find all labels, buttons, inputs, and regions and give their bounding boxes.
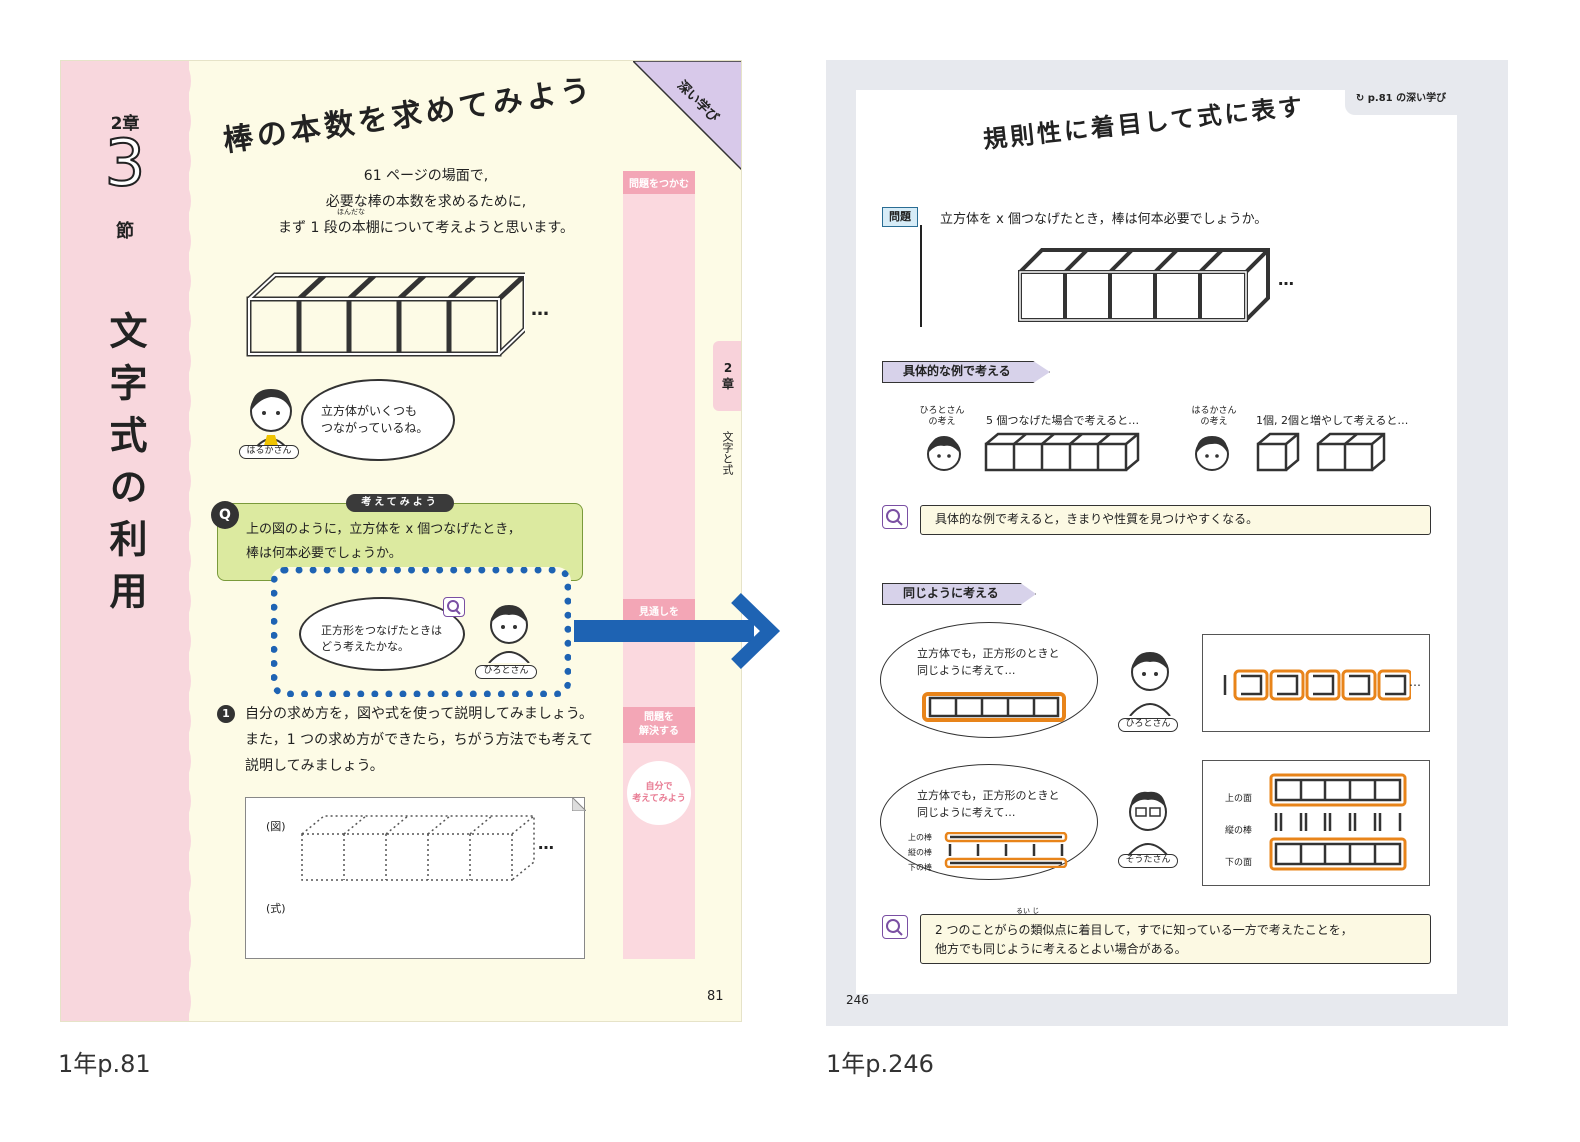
step-self-badge: 自分で 考えてみよう	[627, 761, 691, 825]
haruka-face-icon	[1195, 436, 1229, 471]
insight-concrete: 具体的な例で考えると，きまりや性質を見つけやすくなる。	[920, 505, 1431, 535]
hiroto-idea-text: 5 個つなげた場合で考えると…	[986, 414, 1140, 427]
think-badge: 考えてみよう	[346, 494, 454, 512]
section-suffix: 節	[116, 221, 134, 242]
question-line: 棒は何本必要でしょうか。	[246, 546, 402, 561]
souta-diagram-frame: 上の面 縦の棒 下の面	[1202, 760, 1430, 886]
intro-line: まず 1 段の本棚について考えようと思います。	[278, 220, 574, 236]
faces-rods-figure	[1269, 773, 1407, 871]
task-line: 自分の求め方を，図や式を使って説明してみましょう。	[245, 706, 594, 722]
task-number: 1	[217, 705, 235, 723]
question-line: 上の図のように，立方体を x 個つなげたとき，	[246, 522, 521, 537]
work-figure-label: (図)	[266, 820, 286, 833]
work-equation-label: (式)	[266, 902, 286, 915]
hiroto-speech-bubble: 正方形をつなげたときは どう考えたかな。	[299, 597, 465, 671]
souta-avatar	[1127, 791, 1169, 856]
rod-labels: 上の棒 縦の棒 下の棒	[908, 833, 932, 872]
ref-tab-label: p.81 の深い学び	[1367, 93, 1447, 104]
intro-line: 必要な棒の本数を求めるために,	[325, 194, 527, 210]
hiroto-avatar	[488, 605, 530, 663]
problem-rule	[920, 225, 922, 327]
cube-chain-figure	[1018, 248, 1270, 322]
haruka-idea-label: はるかさん の考え	[1191, 406, 1237, 427]
page-fold	[572, 797, 586, 811]
haruka-name-tag: はるかさん	[239, 445, 299, 459]
section-number: 3	[104, 127, 147, 201]
step-solve: 問題を 解決する	[623, 707, 695, 743]
speech-line: どう考えたかな。	[321, 640, 409, 653]
ruby-hondana: ほんだな	[337, 208, 365, 216]
souta-thought-cloud: 立方体でも，正方形のときと 同じように考えて…	[880, 764, 1098, 880]
arrow-right-icon	[574, 592, 781, 670]
ellipsis: …	[1409, 675, 1421, 689]
magnifier-icon	[882, 915, 908, 939]
speech-line: つながっているね。	[321, 421, 429, 435]
one-two-cubes-figure	[1256, 432, 1386, 472]
chapter-band	[61, 61, 189, 1021]
hiroto-name-tag: ひろとさん	[1118, 718, 1178, 732]
square-chain-highlight	[922, 692, 1066, 722]
magnifier-icon	[882, 505, 908, 529]
lesson-title: 棒の本数を求めてみよう	[220, 72, 597, 160]
five-cubes-figure	[984, 432, 1140, 472]
ellipsis: …	[1278, 270, 1294, 289]
insight-line: 2 つのことがらの類似点に着目して，すでに知っている一方で考えたことを，	[935, 923, 1353, 937]
square-units-figure	[1223, 669, 1411, 701]
souta-name-tag: そうたさん	[1118, 854, 1178, 868]
ellipsis: …	[538, 834, 554, 853]
q-badge: Q	[211, 501, 239, 529]
intro-line: 61 ページの場面で,	[363, 168, 489, 184]
wavy-edge	[179, 61, 191, 1021]
hiroto-idea-label: ひろとさん の考え	[919, 406, 965, 427]
face-labels: 上の面 縦の棒 下の面	[1225, 794, 1253, 868]
side-title: 文字式の利用	[103, 311, 147, 623]
hiroto-avatar	[1129, 652, 1171, 716]
caption-left: 1年p.81	[58, 1050, 151, 1078]
step-outlook: 見通しを	[623, 599, 695, 622]
section-label-analogy: 同じように考える	[882, 583, 1036, 605]
left-textbook-page: 2章 3 節 文字式の利用 棒の本数を求めてみよう 深い学び 61 ページの場面…	[60, 60, 742, 1022]
speech-line: 立方体がいくつも	[321, 404, 418, 418]
problem-label: 問題	[882, 207, 918, 227]
page-number: 81	[707, 989, 724, 1004]
progress-track	[623, 171, 695, 959]
ellipsis: …	[531, 299, 549, 320]
magnifier-icon	[443, 597, 465, 617]
intro-text: 61 ページの場面で, 必要な棒の本数を求めるために, まず 1 段の本棚につい…	[226, 163, 626, 241]
task-line: 説明してみましょう。	[245, 758, 384, 774]
insight-analogy: 2 つのことがらの類似点に着目して，すでに知っている一方で考えたことを， 他方で…	[920, 914, 1431, 964]
step-grasp: 問題をつかむ	[623, 171, 695, 194]
speech-line: 正方形をつなげたときは	[321, 624, 442, 637]
chapter-tab[interactable]: 2 章	[713, 341, 741, 411]
hiroto-name-tag: ひろとさん	[475, 665, 537, 679]
haruka-idea-text: 1個, 2個と増やして考えると…	[1256, 414, 1409, 427]
ref-icon: ↻	[1355, 93, 1365, 104]
haruka-speech-bubble: 立方体がいくつも つながっているね。	[301, 379, 455, 461]
reference-tab[interactable]: ↻ p.81 の深い学び	[1345, 85, 1457, 115]
work-area: (図) (式) …	[245, 797, 586, 959]
haruka-avatar	[250, 389, 292, 452]
page-number: 246	[846, 993, 869, 1007]
insight-line: 他方でも同じように考えるとよい場合がある。	[935, 942, 1187, 956]
corner-tag	[633, 61, 741, 171]
section-label-concrete: 具体的な例で考える	[882, 361, 1050, 383]
hiroto-diagram-frame: …	[1202, 634, 1430, 732]
shelf-frame-figure	[246, 272, 525, 357]
dotted-frame-figure	[301, 815, 535, 881]
chapter-label: 2章	[110, 114, 140, 134]
task-text: 自分の求め方を，図や式を使って説明してみましょう。 また，1 つの求め方ができた…	[245, 701, 625, 779]
problem-text: 立方体を x 個つなげたとき，棒は何本必要でしょうか。	[940, 212, 1268, 227]
ruby-ruiji: るい じ	[1016, 907, 1040, 915]
task-line: また，1 つの求め方ができたら，ちがう方法でも考えて	[245, 732, 593, 748]
caption-right: 1年p.246	[826, 1050, 934, 1078]
hiroto-face-icon	[927, 436, 961, 471]
rod-split-figure	[944, 832, 1068, 868]
chapter-tab-name: 文字と式	[721, 431, 734, 475]
